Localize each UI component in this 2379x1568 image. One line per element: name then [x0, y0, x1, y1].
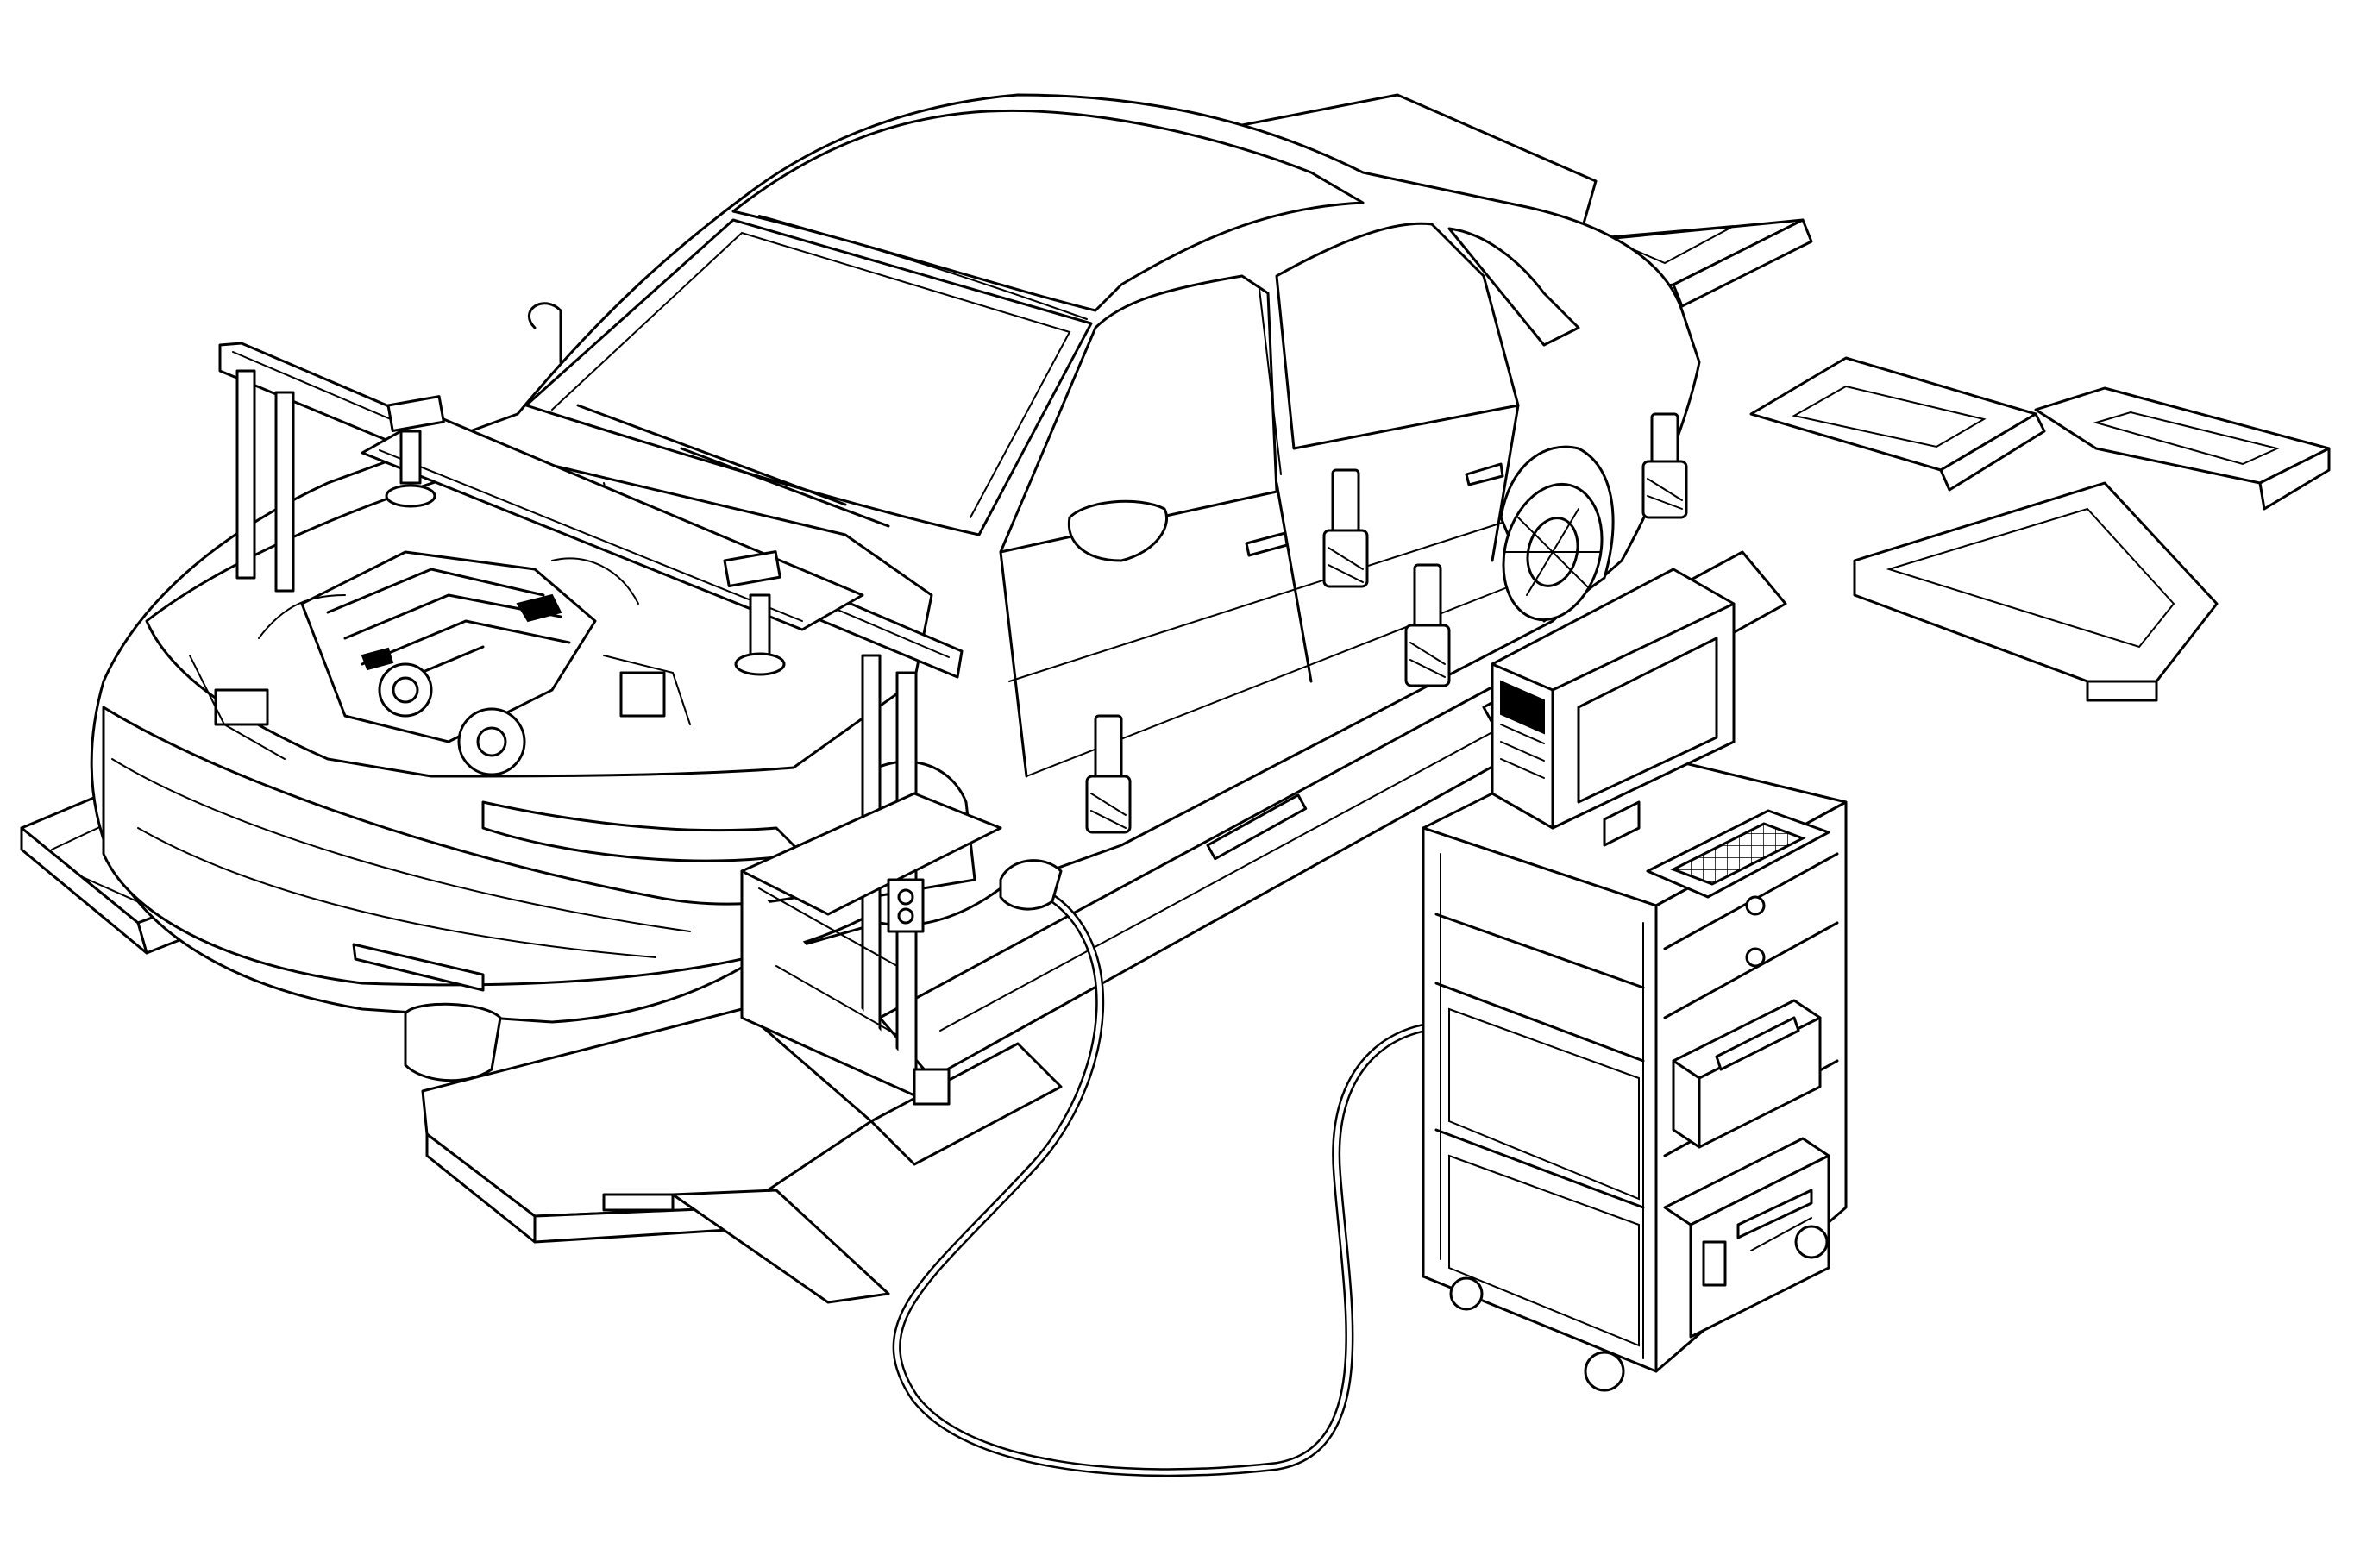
drawer-knob-1: [1745, 895, 1766, 916]
door-handle-rear: [1465, 462, 1504, 486]
front-door-window: [999, 274, 1278, 554]
monitor-screen: [1577, 637, 1718, 804]
bridge-probe-2: [734, 593, 786, 676]
rear-door-window: [1275, 222, 1520, 450]
cart-wheel-1: [1449, 1276, 1484, 1311]
license-plate-area: [352, 943, 485, 992]
keyboard: [1646, 809, 1830, 899]
door-handle-front: [1245, 531, 1289, 557]
car-roof: [731, 109, 1365, 312]
side-probe-2: [1322, 468, 1369, 588]
ramp-right-far: [2034, 386, 2331, 485]
measuring-bridge: [218, 342, 1002, 1106]
car: [90, 93, 1701, 1082]
cart-wheel-2: [1584, 1351, 1625, 1392]
bridge-probe-1: [385, 430, 436, 508]
bridge-lower-frame: [740, 792, 1002, 916]
monitor: [1491, 568, 1736, 847]
engine: [214, 550, 691, 776]
computer-cart: [1422, 568, 1848, 1392]
quarter-window: [1447, 227, 1580, 347]
computer-tower: [1663, 1137, 1830, 1339]
rear-wheel: [1499, 445, 1615, 623]
side-probe-1: [1085, 714, 1132, 834]
drawer-knob-2: [1745, 947, 1766, 968]
printer: [1672, 999, 1822, 1149]
ramp-right-lower: [1853, 481, 2219, 683]
probe-cable: [892, 859, 1471, 1477]
side-mirror: [1067, 499, 1168, 562]
side-probe-3: [1404, 563, 1451, 687]
cart-wheel-3: [1794, 1225, 1829, 1259]
side-probe-4: [1641, 412, 1688, 519]
bridge-post-left-front: [235, 369, 256, 580]
